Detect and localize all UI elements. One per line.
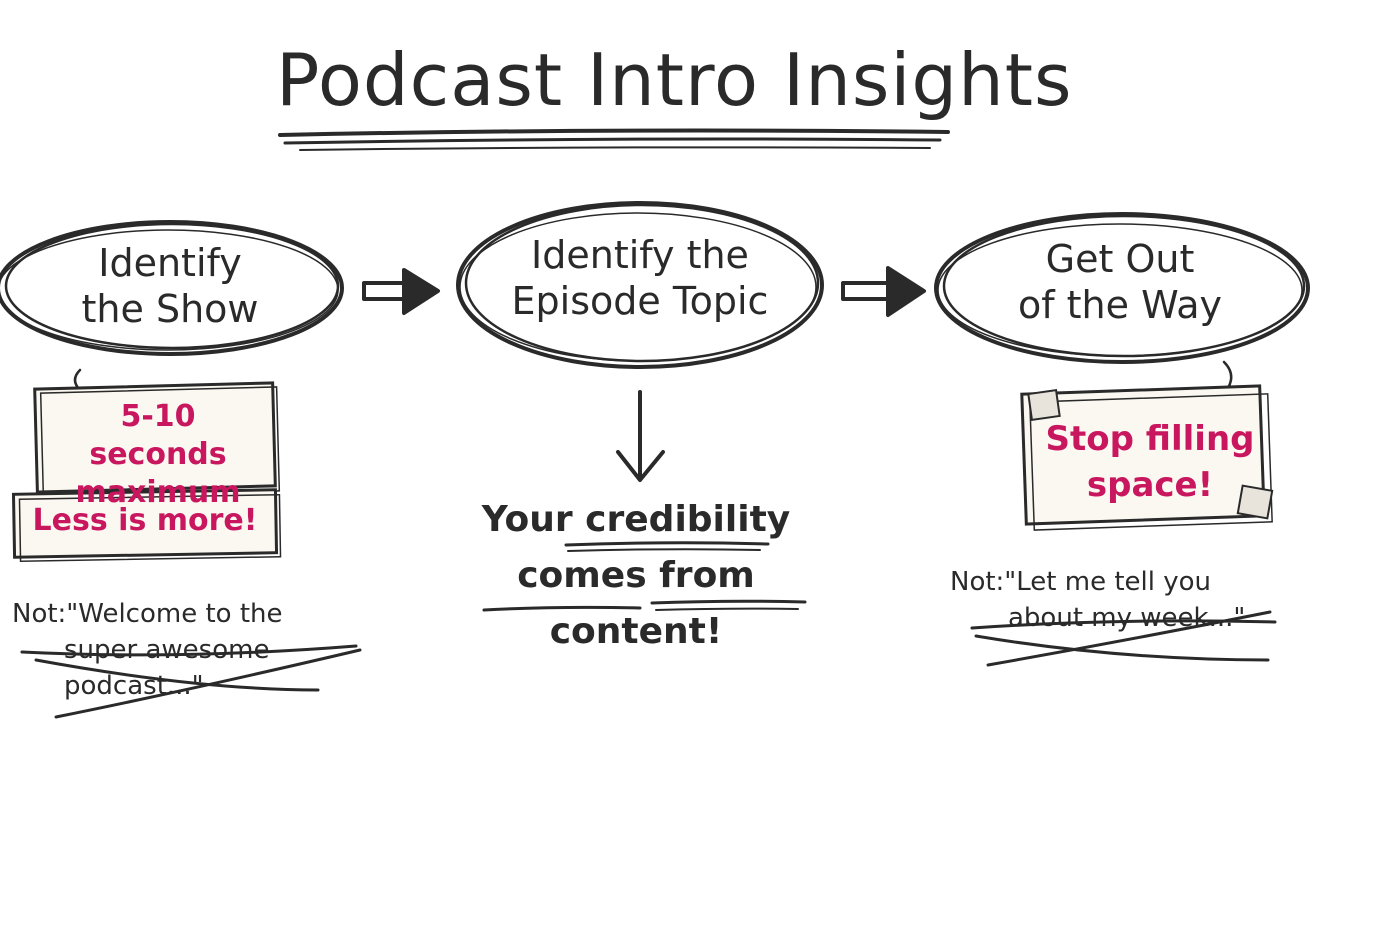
card-step3-line2: space! (1086, 465, 1214, 505)
card-step3-text: Stop filling space! (1040, 416, 1260, 508)
step2-line1: Identify the (531, 233, 749, 277)
not-step3-line1: Not:"Let me tell you (950, 567, 1212, 597)
not-step3-line2: about my week..." (1008, 603, 1246, 633)
flow-arrow-2 (841, 266, 926, 317)
card-step1-bottom (11, 488, 282, 563)
not-step1-line2: super awesome podcast..." (64, 635, 270, 701)
card-step1-text: 5-10 seconds maximum (48, 398, 268, 512)
page-title: Podcast Intro Insights (276, 38, 1073, 122)
card-step1-line2: maximum (75, 475, 241, 510)
step2-line2: Episode Topic (511, 279, 769, 323)
step-oval-identify-show (0, 220, 344, 356)
step-label-get-out: Get Out of the Way (980, 236, 1260, 328)
step1-line2: the Show (81, 287, 259, 331)
not-example-step3: Not:"Let me tell you about my week..." (950, 564, 1280, 636)
strike-step1 (20, 644, 362, 719)
step3-line2: of the Way (1017, 283, 1223, 327)
flow-arrow-1 (362, 268, 440, 315)
takeaway-line1: Your credibility (481, 499, 791, 540)
step-label-identify-topic: Identify the Episode Topic (490, 232, 790, 324)
card-step3-line1: Stop filling (1045, 419, 1255, 459)
connector-step3 (1222, 360, 1233, 390)
card-step1-less-is-more: Less is more! (32, 503, 258, 538)
takeaway-underlines (482, 541, 807, 612)
not-example-step1: Not:"Welcome to the super awesome podcas… (12, 596, 372, 704)
card-step1-line1: 5-10 seconds (89, 399, 227, 472)
down-arrow (616, 390, 665, 482)
step-label-identify-show: Identify the Show (40, 240, 300, 332)
card-step3 (1020, 384, 1274, 531)
step3-line1: Get Out (1045, 237, 1195, 281)
title-underline (278, 128, 950, 151)
not-step1-line1: Not:"Welcome to the (12, 599, 283, 629)
step-oval-get-out (934, 212, 1310, 364)
step1-line1: Identify (98, 241, 242, 285)
strike-step3 (970, 610, 1277, 667)
step-oval-identify-topic (456, 201, 824, 369)
takeaway-line2: comes from content! (517, 555, 755, 652)
takeaway-credibility: Your credibility comes from content! (446, 492, 826, 660)
